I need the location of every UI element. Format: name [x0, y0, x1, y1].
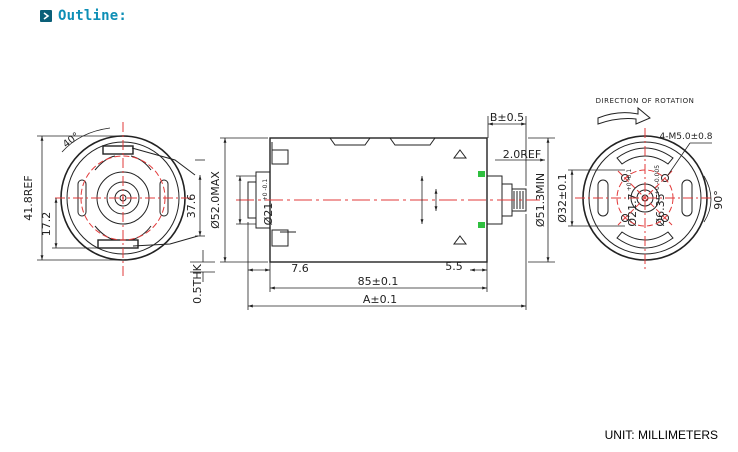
side-ref-label: 2.0REF	[503, 148, 541, 161]
section-title: Outline:	[58, 8, 128, 24]
side-shaft-dia-tol: +0 -0.005	[654, 165, 661, 195]
side-len-left-label: 7.6	[291, 262, 309, 275]
rotation-label: DIRECTION OF ROTATION	[596, 97, 695, 105]
outline-header: Outline:	[40, 6, 127, 26]
front-angle-label: 40°	[61, 131, 82, 151]
chevron-right-icon	[40, 10, 52, 22]
front-thickness-label: 0.5THK	[191, 263, 204, 303]
front-offset-label: 17.2	[40, 212, 53, 237]
rear-view-centerlines	[575, 128, 715, 272]
unit-note: UNIT: MILLIMETERS	[604, 428, 718, 442]
side-b-tol-label: B±0.5	[490, 111, 524, 124]
side-body-dia-label: Ø52.0MAX	[209, 171, 222, 229]
side-boss-dia-base: Ø21	[262, 203, 275, 226]
side-view-markers	[478, 171, 485, 228]
side-boss-dia-tol: +0 -0.1	[262, 179, 269, 202]
side-len-total-label: A±0.1	[363, 293, 397, 306]
rear-view-dimensions	[568, 142, 712, 227]
side-collar-dia-tol: +0 -0.1	[626, 169, 633, 192]
rear-holes-label: 4-M5.0±0.8	[660, 132, 713, 142]
rear-pcd-label: Ø32±0.1	[556, 173, 569, 222]
side-view-dimensions	[220, 116, 555, 310]
front-view-centerlines	[55, 122, 195, 276]
front-view-dimensions	[37, 127, 215, 282]
side-boss-dia-label: Ø21 +0 -0.1	[262, 179, 275, 226]
rotation-arrow-icon	[597, 106, 651, 125]
side-flange-dia-label: Ø51.3MIN	[534, 173, 547, 227]
rear-angle-label: 90°	[712, 190, 725, 210]
side-len-body-label: 85±0.1	[358, 275, 399, 288]
front-height-ref-label: 41.8REF	[22, 175, 35, 220]
side-len-right-label: 5.5	[445, 260, 463, 273]
front-span-label: 37.6	[185, 194, 198, 219]
